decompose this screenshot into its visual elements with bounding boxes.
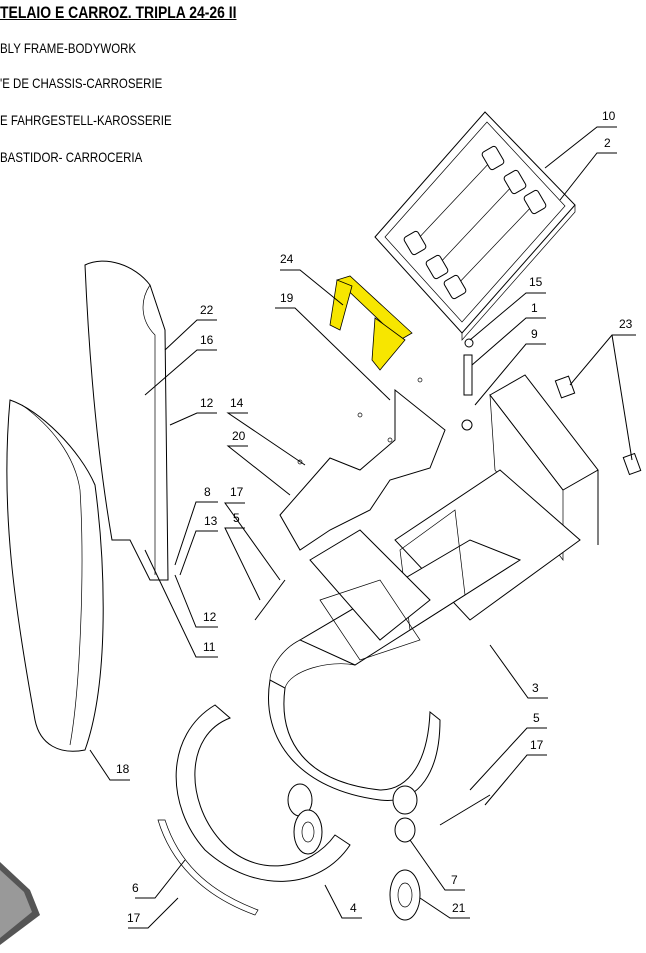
lower-bumper-part-4	[157, 704, 351, 916]
callout-11: 11	[203, 640, 216, 654]
subtitle-es: BASTIDOR- CARROCERIA	[0, 149, 143, 165]
subtitle-fr: 'E DE CHASSIS-CARROSERIE	[0, 75, 163, 91]
callout-18: 18	[116, 762, 130, 776]
callout-13: 13	[204, 514, 218, 528]
callout-9: 9	[531, 327, 538, 341]
callout-16: 16	[200, 333, 214, 347]
chassis-frame	[298, 374, 599, 666]
callout-5-upper: 5	[233, 511, 240, 525]
mounting-plate	[279, 377, 446, 551]
side-panel-part-18	[6, 399, 104, 752]
callout-8: 8	[204, 485, 211, 499]
callout-22: 22	[200, 303, 214, 317]
callout-17-right: 17	[530, 738, 544, 752]
subtitle-en: BLY FRAME-BODYWORK	[0, 40, 137, 56]
curved-bumper-frame	[268, 639, 441, 801]
callout-labels: 10 2 24 19 15 1 9 23 22 16 12 14 20 8 13…	[116, 109, 633, 925]
callout-1: 1	[531, 301, 538, 315]
callout-21: 21	[452, 901, 466, 915]
corner-logo-mark	[0, 862, 40, 945]
callout-15: 15	[529, 275, 543, 289]
callout-5-lower: 5	[533, 711, 540, 725]
rods-and-pins	[254, 338, 491, 826]
title-block: TELAIO E CARROZ. TRIPLA 24-26 II BLY FRA…	[0, 0, 646, 175]
callout-23: 23	[619, 317, 633, 331]
caster-wheels	[287, 783, 421, 921]
leader-lines	[89, 126, 636, 929]
callout-3: 3	[532, 681, 539, 695]
callout-7: 7	[451, 873, 458, 887]
callout-4: 4	[350, 901, 357, 915]
callout-19: 19	[280, 291, 294, 305]
fittings-part-23	[554, 375, 642, 476]
subtitle-de: E FAHRGESTELL-KAROSSERIE	[0, 112, 172, 128]
top-cover-panel	[374, 111, 576, 341]
callout-2: 2	[604, 136, 611, 150]
bracket-part-24-highlighted	[329, 275, 413, 371]
callout-12-upper: 12	[200, 396, 214, 410]
callout-17-lower: 17	[127, 911, 141, 925]
side-panel-part-22	[84, 260, 169, 581]
callout-20: 20	[232, 429, 246, 443]
callout-10: 10	[602, 109, 616, 123]
callout-17-upper: 17	[230, 485, 244, 499]
callout-12-lower: 12	[203, 610, 217, 624]
callout-6: 6	[132, 881, 139, 895]
callout-24: 24	[280, 252, 294, 266]
drawing-title: TELAIO E CARROZ. TRIPLA 24-26 II	[0, 3, 237, 22]
callout-14: 14	[230, 396, 244, 410]
